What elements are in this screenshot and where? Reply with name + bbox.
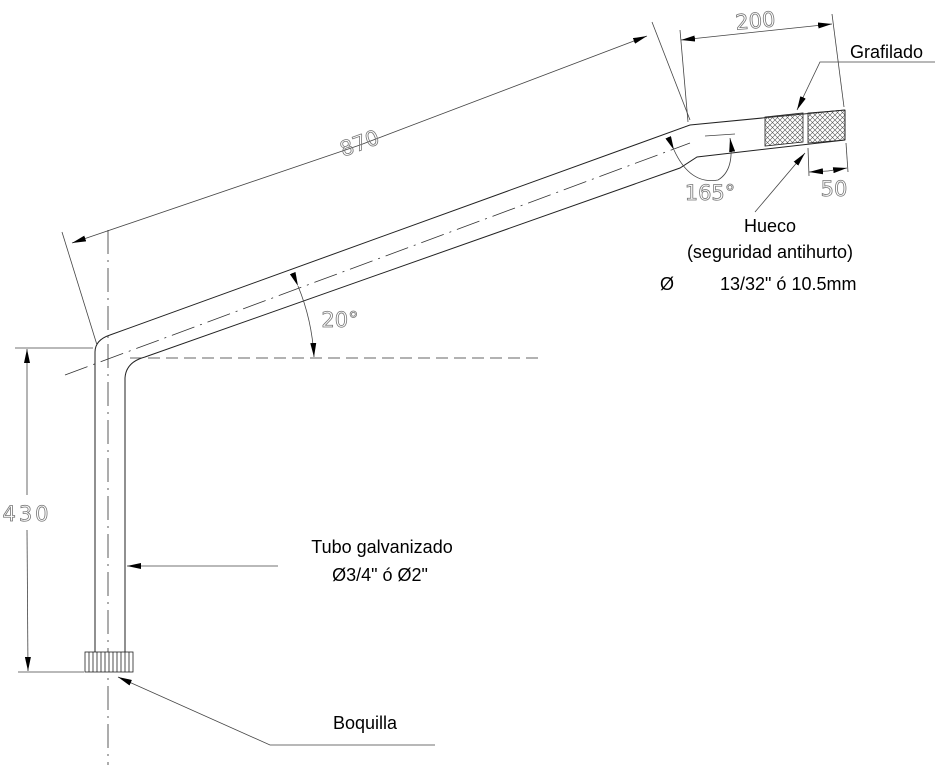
- dim-text-430: 430: [2, 502, 51, 526]
- label-boquilla: Boquilla: [333, 713, 398, 733]
- dimension-50: [807, 142, 849, 177]
- angled-centerline: [64, 142, 691, 376]
- dim-text-165deg: 165°: [685, 181, 736, 205]
- dimension-430: [15, 347, 93, 673]
- label-hueco-dia: 13/32" ó 10.5mm: [720, 274, 856, 294]
- angle-arc-165: [665, 136, 736, 182]
- leader-grafilado: [796, 61, 935, 111]
- boquilla-nozzle: [84, 651, 134, 673]
- dim-text-50: 50: [821, 177, 848, 201]
- dim-text-870: 870: [337, 125, 383, 161]
- label-hueco: Hueco: [744, 216, 796, 236]
- label-tubo-dia: Ø3/4" ó Ø2": [332, 565, 428, 585]
- dim-text-20deg: 20°: [321, 308, 358, 332]
- label-tubo: Tubo galvanizado: [311, 537, 452, 557]
- leader-boquilla: [117, 676, 435, 746]
- dim-text-200: 200: [734, 7, 776, 34]
- leader-hueco: [754, 152, 806, 213]
- dimension-200: [679, 13, 845, 123]
- label-grafilado: Grafilado: [850, 42, 923, 62]
- angle-arc-20: [289, 271, 317, 358]
- label-hueco-sub: (seguridad antihurto): [687, 242, 853, 262]
- dimension-870: [61, 21, 691, 346]
- label-hueco-dia-symbol: Ø: [660, 274, 674, 294]
- knurled-section: [764, 109, 846, 147]
